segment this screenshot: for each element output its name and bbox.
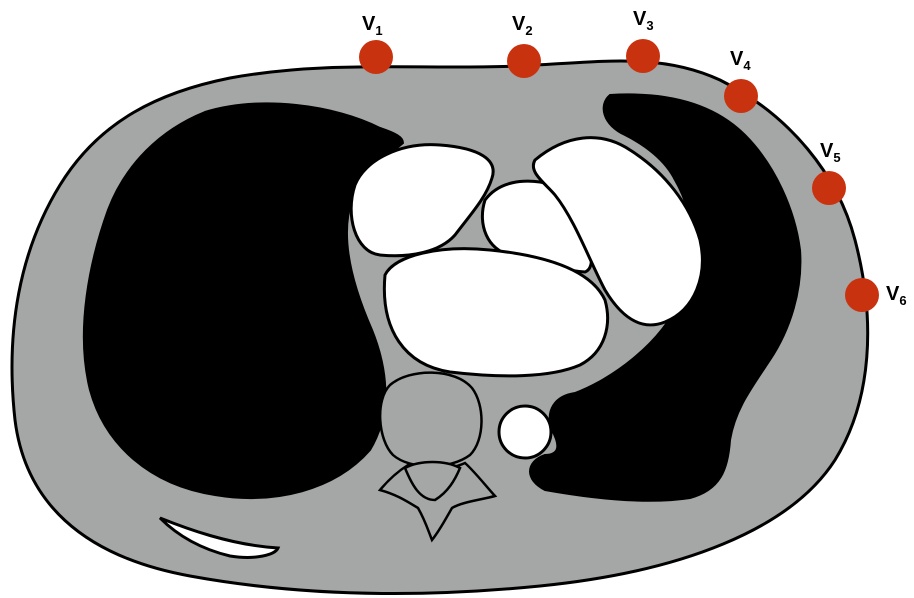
descending-aorta: [499, 406, 551, 458]
electrode-v6: [845, 278, 879, 312]
label-v2: V2: [512, 13, 533, 38]
label-v3: V3: [633, 8, 654, 33]
vertebral-body: [380, 373, 481, 467]
label-v1: V1: [362, 13, 383, 38]
label-v5: V5: [820, 140, 841, 165]
label-v6: V6: [886, 283, 907, 308]
electrode-v1: [359, 40, 393, 74]
label-v4: V4: [730, 48, 751, 73]
electrode-v2: [507, 44, 541, 78]
electrode-v4: [724, 79, 758, 113]
electrode-v3: [626, 39, 660, 73]
electrode-v5: [812, 171, 846, 205]
